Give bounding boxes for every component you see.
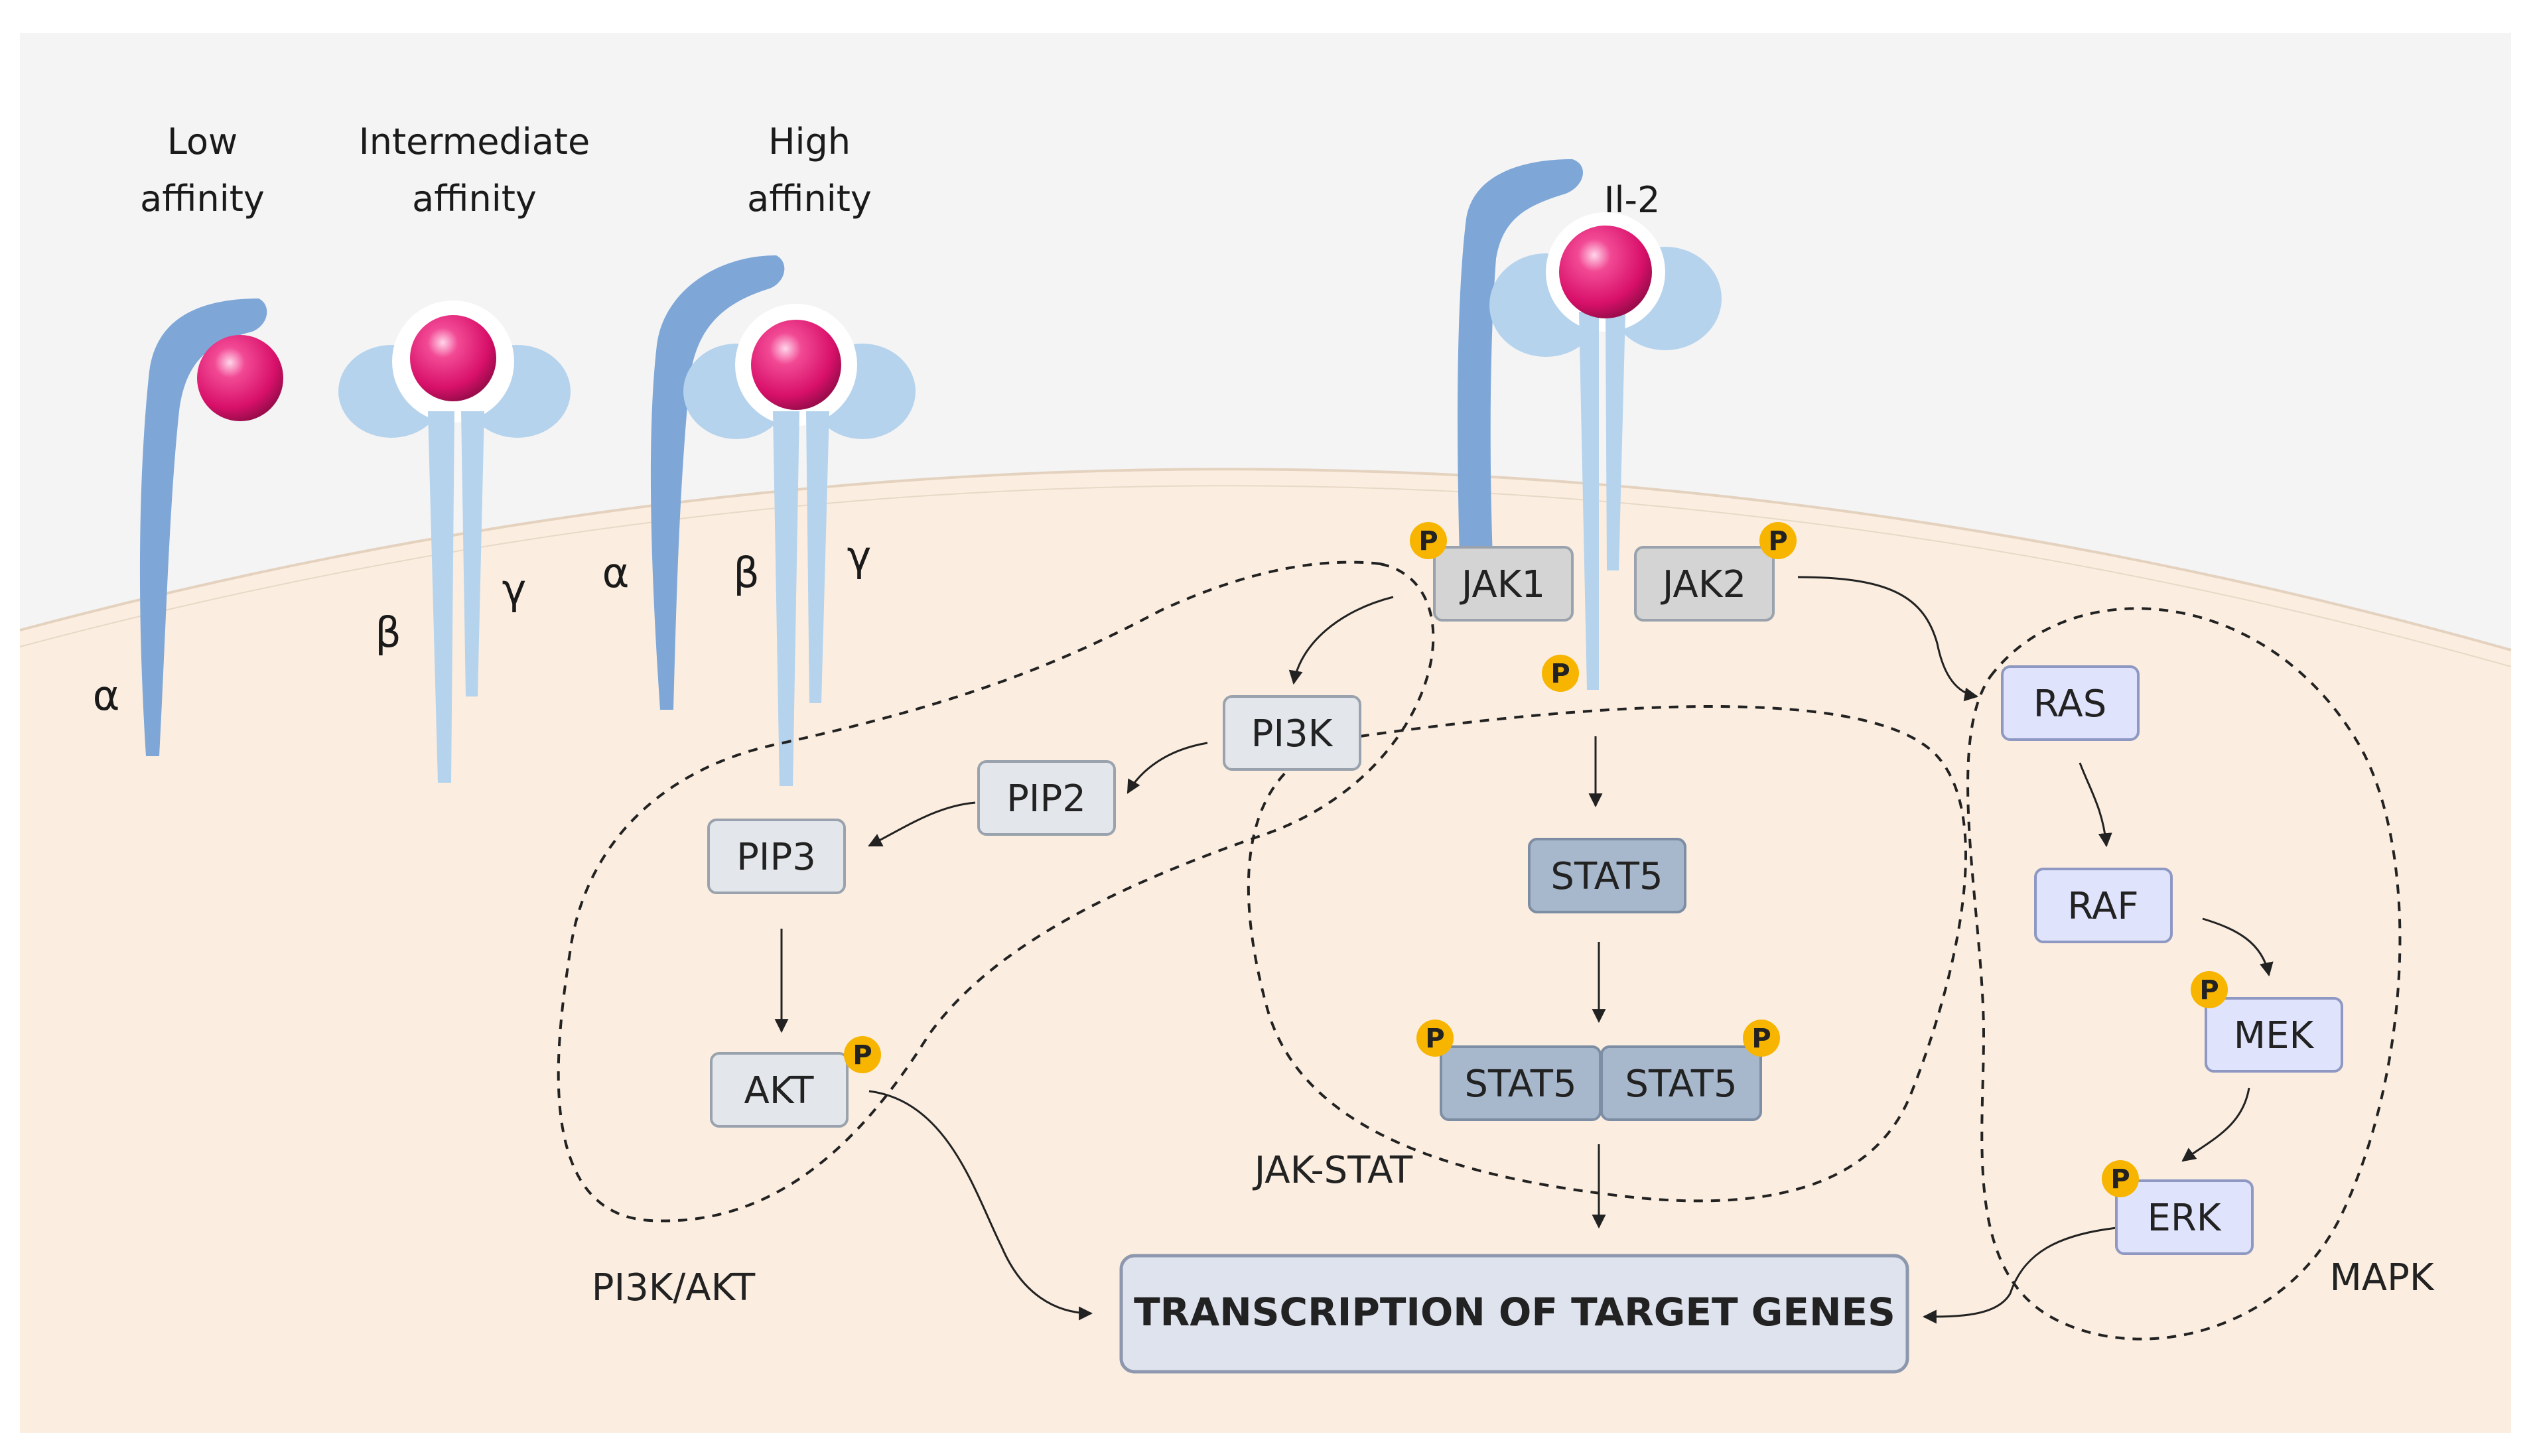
alpha-chain (139, 298, 267, 756)
gamma-chain (1606, 312, 1625, 570)
svg-text:MEK: MEK (2234, 1014, 2315, 1057)
svg-text:P: P (1550, 659, 1570, 689)
pip2-node: PIP2 (977, 760, 1116, 836)
phospho-mek: P (2191, 971, 2228, 1008)
svg-text:STAT5: STAT5 (1550, 855, 1663, 898)
cell-cytoplasm (20, 469, 2511, 1433)
raf-node: RAF (2034, 868, 2173, 943)
ras-node: RAS (2001, 665, 2140, 741)
pi3k-akt-label: PI3K/AKT (592, 1266, 756, 1309)
svg-text:TRANSCRIPTION OF TARGET GENES: TRANSCRIPTION OF TARGET GENES (1134, 1290, 1895, 1335)
intermediate-affinity-label: Intermediate affinity (359, 121, 590, 220)
svg-text:P: P (2110, 1164, 2130, 1195)
pi3k-akt-region (557, 561, 1435, 1223)
svg-text:P: P (1768, 526, 1787, 557)
jak2-node: JAK2 (1634, 546, 1775, 622)
high-affinity-label: High affinity (747, 121, 872, 220)
akt-node: AKT (710, 1052, 849, 1128)
svg-text:PIP3: PIP3 (736, 836, 816, 879)
phospho-jak2: P (1759, 522, 1797, 559)
svg-text:P: P (1418, 526, 1438, 557)
svg-text:Intermediate: Intermediate (359, 121, 590, 163)
il2-ligand (1559, 226, 1652, 318)
svg-text:P: P (1425, 1024, 1444, 1054)
mapk-label: MAPK (2329, 1256, 2434, 1299)
intermediate-affinity-receptor: β γ (338, 300, 571, 783)
svg-text:JAK1: JAK1 (1460, 563, 1545, 606)
svg-text:affinity: affinity (140, 178, 265, 220)
low-affinity-label: Low affinity (140, 121, 265, 220)
phospho-receptor: P (1542, 655, 1579, 692)
il2-ligand (751, 320, 841, 410)
jak1-node: JAK1 (1433, 546, 1574, 622)
phospho-jak1: P (1410, 522, 1447, 559)
cell-membrane-inner (19, 485, 2512, 667)
alpha-label: α (602, 549, 630, 597)
svg-text:High: High (768, 121, 851, 163)
phospho-erk: P (2102, 1160, 2139, 1197)
beta-chain (773, 411, 799, 786)
svg-text:AKT: AKT (744, 1069, 815, 1112)
phospho-stat5-left: P (1416, 1020, 1454, 1057)
transcription-node: TRANSCRIPTION OF TARGET GENES (1119, 1254, 1909, 1374)
gamma-chain (806, 411, 829, 703)
beta-chain (1579, 312, 1599, 690)
high-affinity-receptor: α β γ (602, 255, 916, 786)
erk-node: ERK (2115, 1179, 2254, 1255)
svg-text:PIP2: PIP2 (1006, 777, 1086, 821)
beta-chain (428, 411, 454, 783)
stat5-dimer-left: STAT5 (1440, 1045, 1602, 1121)
stat5-dimer-right: STAT5 (1600, 1045, 1762, 1121)
beta-label: β (375, 608, 401, 657)
svg-text:ERK: ERK (2147, 1197, 2221, 1240)
alpha-label: α (93, 671, 120, 720)
pip3-node: PIP3 (707, 819, 846, 894)
cell-membrane (19, 468, 2512, 651)
pi3k-node: PI3K (1223, 695, 1361, 771)
alpha-chain (1458, 159, 1584, 557)
phospho-stat5-right: P (1743, 1020, 1780, 1057)
svg-text:STAT5: STAT5 (1464, 1063, 1576, 1106)
beta-label: β (733, 549, 760, 597)
svg-text:STAT5: STAT5 (1625, 1063, 1737, 1106)
svg-text:affinity: affinity (747, 178, 872, 220)
svg-text:affinity: affinity (412, 178, 537, 220)
svg-text:RAS: RAS (2033, 683, 2107, 726)
jak-stat-label: JAK-STAT (1253, 1149, 1413, 1192)
gamma-label: γ (847, 532, 872, 580)
svg-text:RAF: RAF (2067, 885, 2138, 928)
svg-text:P: P (853, 1040, 872, 1071)
gamma-label: γ (502, 565, 527, 614)
il2-ligand (197, 335, 283, 421)
svg-text:Low: Low (167, 121, 238, 163)
svg-text:P: P (1751, 1024, 1771, 1054)
mek-node: MEK (2205, 997, 2343, 1073)
il2-ligand (410, 315, 496, 401)
svg-text:P: P (2199, 975, 2219, 1006)
low-affinity-receptor: α (93, 298, 283, 756)
svg-text:JAK2: JAK2 (1661, 563, 1746, 606)
svg-text:PI3K: PI3K (1251, 712, 1334, 756)
phospho-akt: P (844, 1036, 881, 1073)
alpha-chain (650, 255, 785, 710)
stat5-node: STAT5 (1528, 838, 1686, 913)
il2-label: Il-2 (1604, 179, 1661, 221)
gamma-chain (461, 411, 484, 696)
pathway-arrows (774, 576, 2274, 1324)
signaling-receptor: Il-2 (1458, 159, 1722, 690)
